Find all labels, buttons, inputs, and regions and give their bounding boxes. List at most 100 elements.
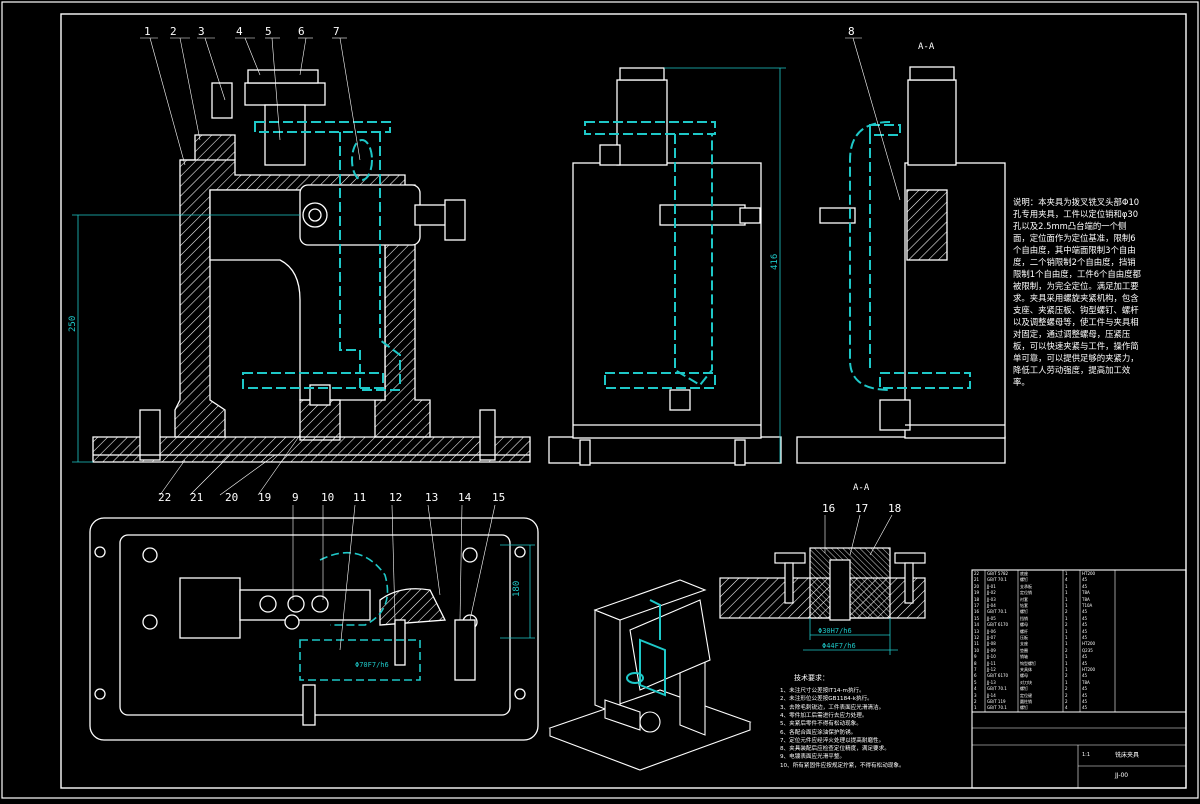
bom-cell-no: 20 — [974, 583, 980, 589]
bom-cell-code: JJ-08 — [987, 641, 996, 647]
callout-5: 5 — [265, 25, 272, 38]
title-block-name: 铣床夹具 — [1115, 752, 1140, 759]
bom-cell-name: 销轴 — [1020, 654, 1028, 660]
bom-cell-qty: 1 — [1065, 583, 1068, 589]
bom-cell-material: T10A — [1082, 603, 1093, 608]
bom-cell-no: 19 — [974, 590, 980, 596]
bom-cell-code: JJ-07 — [987, 635, 996, 640]
title-block-scale: 1:1 — [1082, 752, 1091, 758]
dim-left-height — [72, 214, 300, 463]
callout-6: 6 — [298, 25, 305, 38]
tech-requirement-item: 4、零件加工后需进行去应力处理。 — [780, 712, 868, 719]
bom-cell-material: HT200 — [1082, 667, 1096, 672]
tech-requirement-item: 10、所有紧固件应按规定拧紧，不得有松动现象。 — [780, 762, 905, 769]
callout-18: 18 — [888, 502, 902, 515]
bom-cell-material: HT200 — [1082, 571, 1096, 576]
bom-cell-code: JJ-01 — [987, 583, 996, 589]
dim-mid-height — [664, 67, 786, 463]
callout-7: 7 — [333, 25, 340, 38]
bom-cell-name: 支座 — [1020, 641, 1028, 647]
side-view — [548, 67, 782, 466]
callout-15: 15 — [492, 491, 506, 504]
bom-cell-material: T8A — [1082, 679, 1090, 685]
callout-12: 12 — [389, 491, 403, 504]
callout-20: 20 — [225, 491, 239, 504]
title-block-number: JJ-00 — [1115, 772, 1129, 779]
bom-cell-no: 10 — [974, 647, 980, 653]
bom-cell-qty: 2 — [1065, 622, 1068, 628]
front-view — [92, 69, 531, 463]
bom-cell-code: GB/T 70.1 — [987, 686, 1007, 692]
bom-cell-code: JJ-04 — [987, 603, 996, 608]
tech-requirements-title: 技术要求： — [794, 674, 829, 682]
bom-cell-qty: 1 — [1065, 667, 1068, 672]
bom-cell-code: JJ-10 — [987, 654, 996, 660]
dim-text-mid-height: 416 — [770, 253, 780, 270]
tech-requirement-item: 8、夹具装配后应检查定位精度，满足要求。 — [780, 746, 890, 753]
callout-9: 9 — [292, 491, 299, 504]
bom-cell-material: 45 — [1082, 609, 1088, 615]
bom-cell-no: 17 — [974, 603, 980, 608]
dim-detail — [803, 618, 898, 655]
bom-cell-qty: 2 — [1065, 609, 1068, 615]
description-text: 说明：本夹具为拨叉铣叉头部Φ10孔专用夹具，工件以定位销和φ30孔以及2.5mm… — [1013, 197, 1141, 387]
bom-cell-name: 夹具体 — [1020, 667, 1032, 672]
bom-cell-qty: 2 — [1065, 647, 1068, 653]
bom-cell-code: JJ-14 — [987, 692, 996, 698]
tech-requirement-item: 2、未注形位公差按GB1184-k执行。 — [780, 696, 873, 703]
callout-17: 17 — [855, 502, 869, 515]
workpiece-phantom-side — [584, 121, 716, 389]
bom-cell-no: 16 — [974, 609, 980, 615]
bom-cell-no: 21 — [974, 577, 980, 583]
bom-cell-no: 15 — [974, 615, 980, 621]
bom-cell-name: 螺钉 — [1020, 577, 1028, 583]
dim-text-fit-b: Φ30H7/h6 — [818, 627, 852, 635]
bom-cell-material: 45 — [1082, 660, 1088, 666]
bom-cell-qty: 2 — [1065, 692, 1068, 698]
section-view-right — [796, 66, 1006, 464]
bom-cell-code: JJ-06 — [987, 628, 996, 634]
bom-cell-name: 定位销 — [1020, 590, 1032, 596]
callout-4: 4 — [236, 25, 243, 38]
bom-cell-name: 对刀块 — [1020, 679, 1032, 685]
callout-11: 11 — [353, 491, 367, 504]
bom-cell-no: 3 — [974, 692, 977, 698]
dim-text-left-height: 250 — [68, 315, 78, 332]
workpiece-phantom-top — [299, 551, 421, 681]
bom-cell-material: 45 — [1082, 699, 1088, 704]
bom-cell-material: 45 — [1082, 654, 1088, 660]
bom-cell-qty: 1 — [1065, 641, 1068, 647]
bom-cell-no: 14 — [974, 622, 980, 628]
bom-cell-material: 45 — [1082, 635, 1088, 640]
bom-cell-name: 螺母 — [1020, 673, 1028, 679]
bom-cell-name: 钻套 — [1020, 603, 1028, 608]
bom-cell-no: 6 — [974, 673, 977, 679]
bom-cell-material: 45 — [1082, 692, 1088, 698]
bom-cell-material: HT200 — [1082, 641, 1096, 647]
bom-cell-no: 13 — [974, 628, 980, 634]
bom-cell-name: 挡销 — [1020, 615, 1028, 621]
bom-cell-material: 45 — [1082, 673, 1088, 679]
workpiece-phantom-right — [849, 121, 971, 391]
bom-cell-code: JJ-05 — [987, 615, 996, 621]
tech-requirement-item: 9、电镀表面应光滑平整。 — [780, 754, 846, 761]
workpiece-iso — [626, 599, 666, 697]
bom-cell-code: GB/T 6170 — [987, 622, 1009, 628]
bom-cell-name: 定位键 — [1020, 692, 1032, 698]
dim-bottom-right — [500, 544, 535, 639]
bom-cell-code: GB/T 70.1 — [987, 609, 1007, 615]
bom-cell-qty: 4 — [1065, 705, 1068, 711]
tech-requirement-item: 6、各配合面应涂油保护防锈。 — [780, 729, 857, 736]
section-label-main: A-A — [918, 42, 935, 52]
bom-cell-material: T8A — [1082, 596, 1090, 602]
bom-cell-name: 圆柱销 — [1020, 699, 1032, 704]
bom-cell-qty: 1 — [1065, 679, 1068, 685]
bom-cell-code: JJ-03 — [987, 596, 996, 602]
bom-cell-qty: 1 — [1065, 660, 1068, 666]
bom-cell-no: 5 — [974, 679, 977, 685]
detail-view — [719, 547, 926, 621]
bom-cell-material: 45 — [1082, 628, 1088, 634]
